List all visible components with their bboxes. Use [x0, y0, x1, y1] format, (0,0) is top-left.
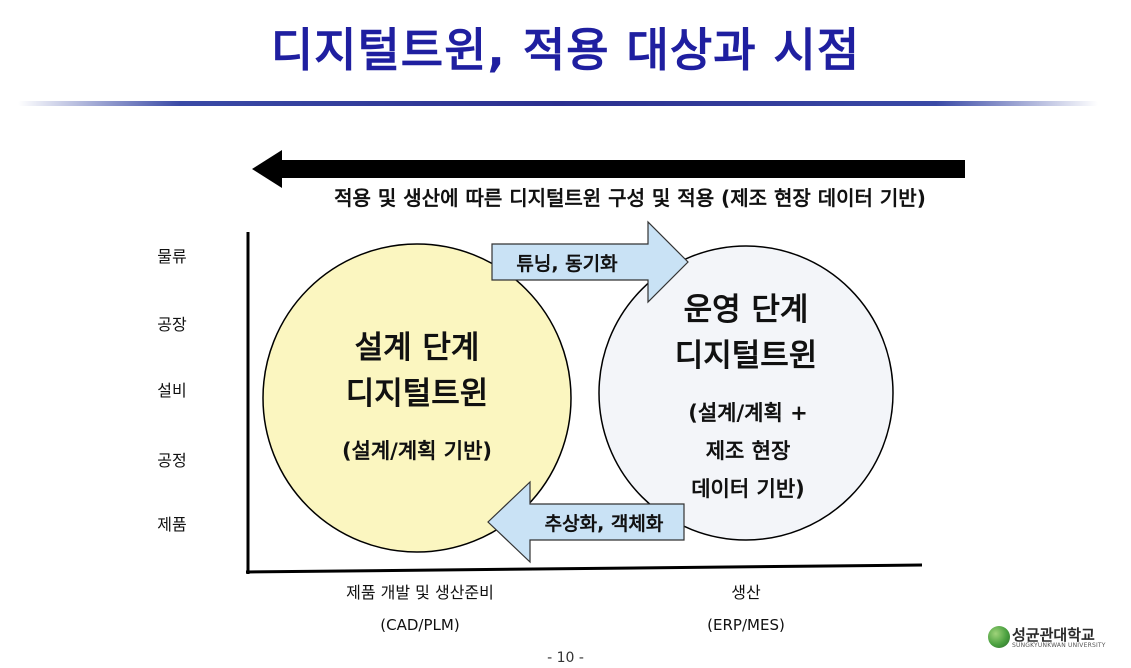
x-label-development-system: (CAD/PLM) — [380, 616, 459, 634]
operation-circle-title: 운영 단계 — [684, 292, 809, 328]
y-label-factory: 공장 — [157, 315, 187, 334]
x-label-production: 생산 — [731, 583, 761, 602]
top-arrow-caption: 적용 및 생산에 따른 디지털트윈 구성 및 적용 (제조 현장 데이터 기반) — [334, 186, 926, 210]
operation-circle-basis-2: 제조 현장 — [706, 439, 791, 463]
title-divider — [18, 101, 1098, 106]
y-label-logistics: 물류 — [157, 247, 186, 266]
abstraction-label: 추상화, 객체화 — [545, 513, 664, 535]
design-circle-basis: (설계/계획 기반) — [342, 439, 492, 463]
page-number: - 10 - — [547, 650, 584, 666]
x-label-production-system: (ERP/MES) — [707, 616, 785, 634]
design-circle-subtitle: 디지털트윈 — [346, 376, 489, 412]
operation-circle-basis-3: 데이터 기반) — [691, 477, 805, 501]
y-label-equipment: 설비 — [157, 381, 186, 400]
university-logo: 성균관대학교 SUNGKYUNKWAN UNIVERSITY — [988, 624, 1118, 654]
tuning-sync-label: 튜닝, 동기화 — [516, 253, 618, 275]
university-name: 성균관대학교 — [1012, 626, 1095, 644]
x-label-development: 제품 개발 및 생산준비 — [346, 583, 494, 602]
design-circle-title: 설계 단계 — [355, 330, 480, 366]
university-emblem-icon — [988, 626, 1010, 648]
y-label-product: 제품 — [157, 515, 186, 534]
abstraction-arrow: 추상화, 객체화 — [487, 480, 685, 564]
slide-title: 디지털트윈, 적용 대상과 시점 — [270, 23, 861, 77]
tuning-sync-arrow: 튜닝, 동기화 — [491, 220, 689, 304]
design-stage-circle — [262, 243, 572, 553]
top-direction-arrow — [252, 150, 965, 188]
university-name-en: SUNGKYUNKWAN UNIVERSITY — [1012, 642, 1106, 649]
x-axis — [245, 563, 923, 574]
y-label-process: 공정 — [157, 451, 186, 470]
operation-circle-basis-1: (설계/계획 + — [688, 401, 807, 425]
operation-stage-circle — [598, 245, 894, 541]
operation-circle-subtitle: 디지털트윈 — [675, 338, 818, 374]
